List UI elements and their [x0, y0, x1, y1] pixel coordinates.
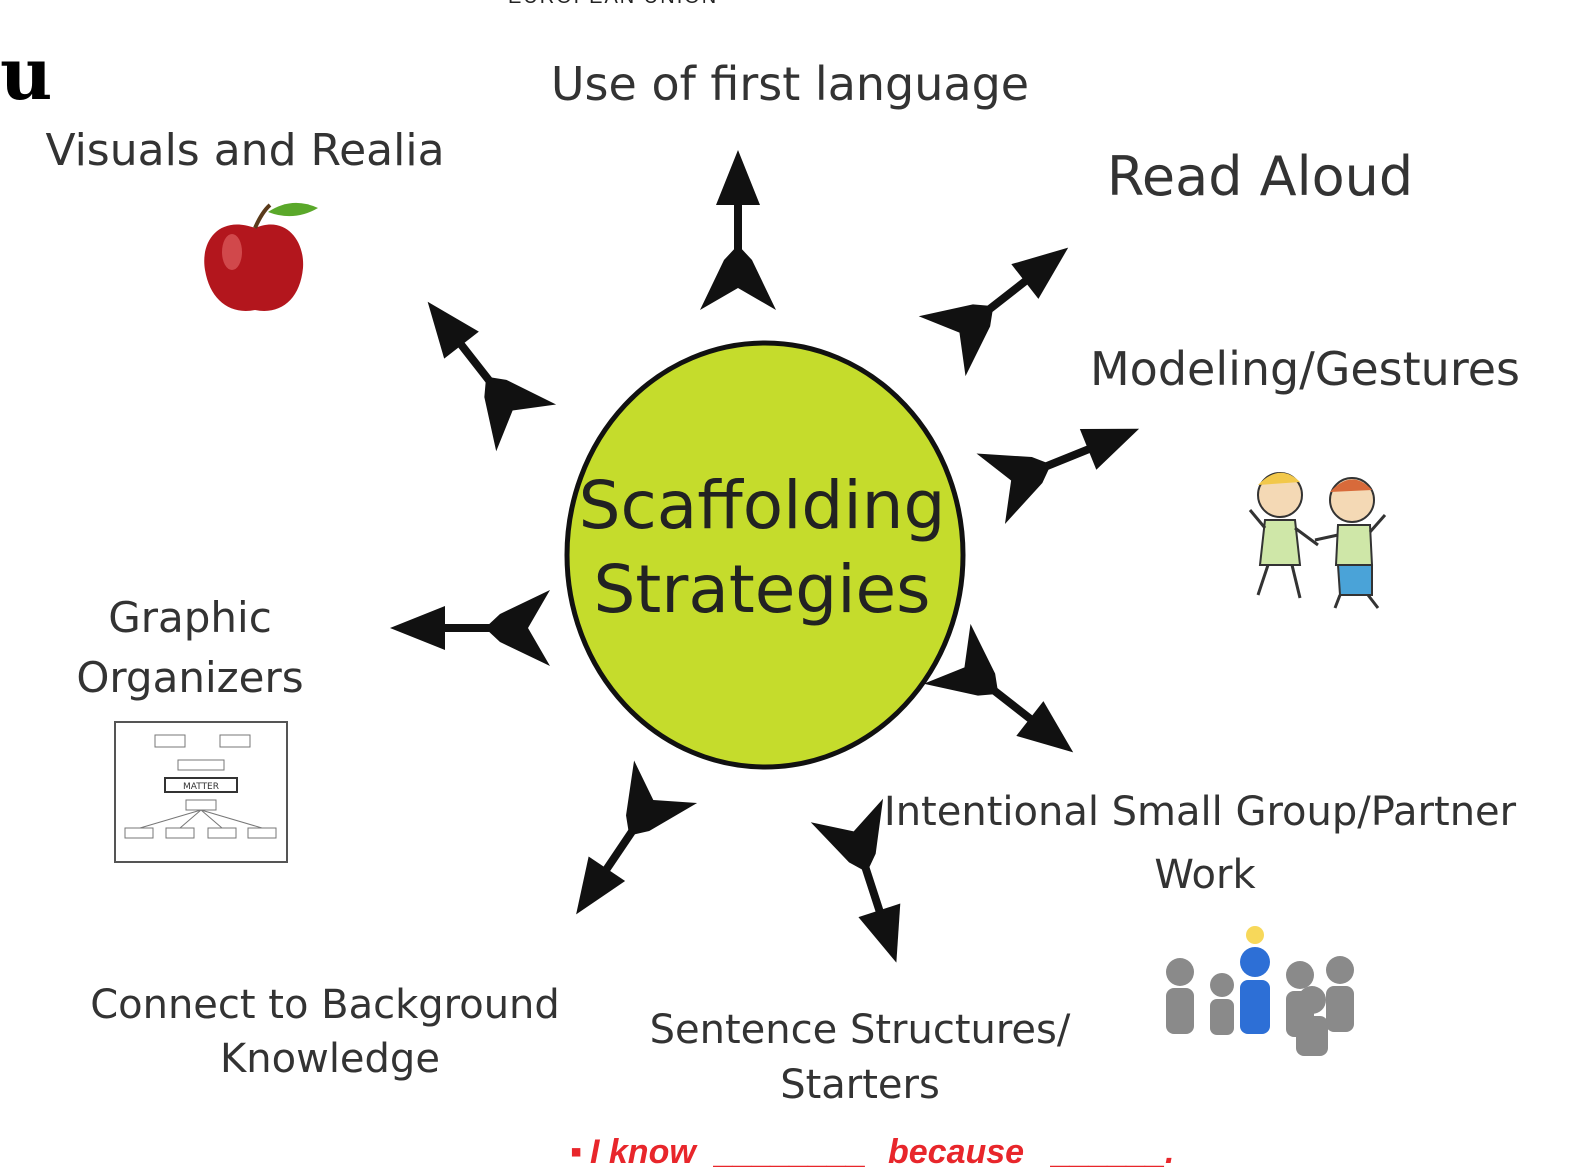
arrow-background-knowledge: [545, 760, 697, 935]
arrow-small-group: [924, 624, 1097, 782]
graphic-organizer-center-label: MATTER: [183, 782, 219, 792]
label-modeling-gestures: Modeling/Gestures: [1090, 342, 1520, 396]
sentence-frame-blank1: ________: [713, 1133, 866, 1171]
label-background-knowledge-line1: Connect to Background: [90, 982, 560, 1028]
people-group-lightbulb-icon: [1166, 926, 1354, 1056]
sentence-frame: ▪ I know ________ because ______ .: [570, 1133, 1174, 1171]
center-title-line1: Scaffolding: [579, 467, 946, 544]
european-union-banner-text: EUROPEAN UNION: [508, 0, 718, 9]
label-read-aloud: Read Aloud: [1107, 145, 1413, 208]
graphic-organizer-thumbnail: MATTER: [114, 721, 288, 863]
label-graphic-organizers-line1: Graphic: [108, 593, 272, 642]
sentence-frame-end: .: [1165, 1133, 1174, 1171]
label-first-language: Use of first language: [551, 57, 1029, 111]
arrow-modeling-gestures: [976, 394, 1153, 524]
kids-dancing-icon: [1248, 472, 1387, 609]
arrow-up-first-language: [700, 150, 776, 310]
arrow-graphic-organizers: [390, 590, 550, 666]
arrow-read-aloud: [919, 218, 1092, 376]
label-sentence-structures-line2: Starters: [780, 1062, 940, 1108]
label-small-group-line2: Work: [1154, 852, 1256, 898]
sentence-frame-part2: because: [888, 1133, 1024, 1171]
label-sentence-structures-line1: Sentence Structures/: [650, 1007, 1071, 1053]
label-graphic-organizers-line2: Organizers: [76, 653, 303, 702]
sentence-frame-blank2: ______: [1050, 1133, 1165, 1171]
sentence-frame-part1: I know: [590, 1133, 698, 1171]
center-circle: [564, 340, 966, 770]
sentence-frame-bullet: ▪: [570, 1133, 582, 1171]
apple-icon: [204, 202, 318, 311]
arrow-visuals-realia: [398, 278, 556, 451]
label-small-group-line1: Intentional Small Group/Partner: [884, 789, 1517, 835]
label-visuals-realia: Visuals and Realia: [45, 125, 444, 176]
center-title-line2: Strategies: [593, 551, 930, 628]
corner-letter: u: [0, 31, 53, 116]
label-background-knowledge-line2: Knowledge: [220, 1036, 440, 1082]
